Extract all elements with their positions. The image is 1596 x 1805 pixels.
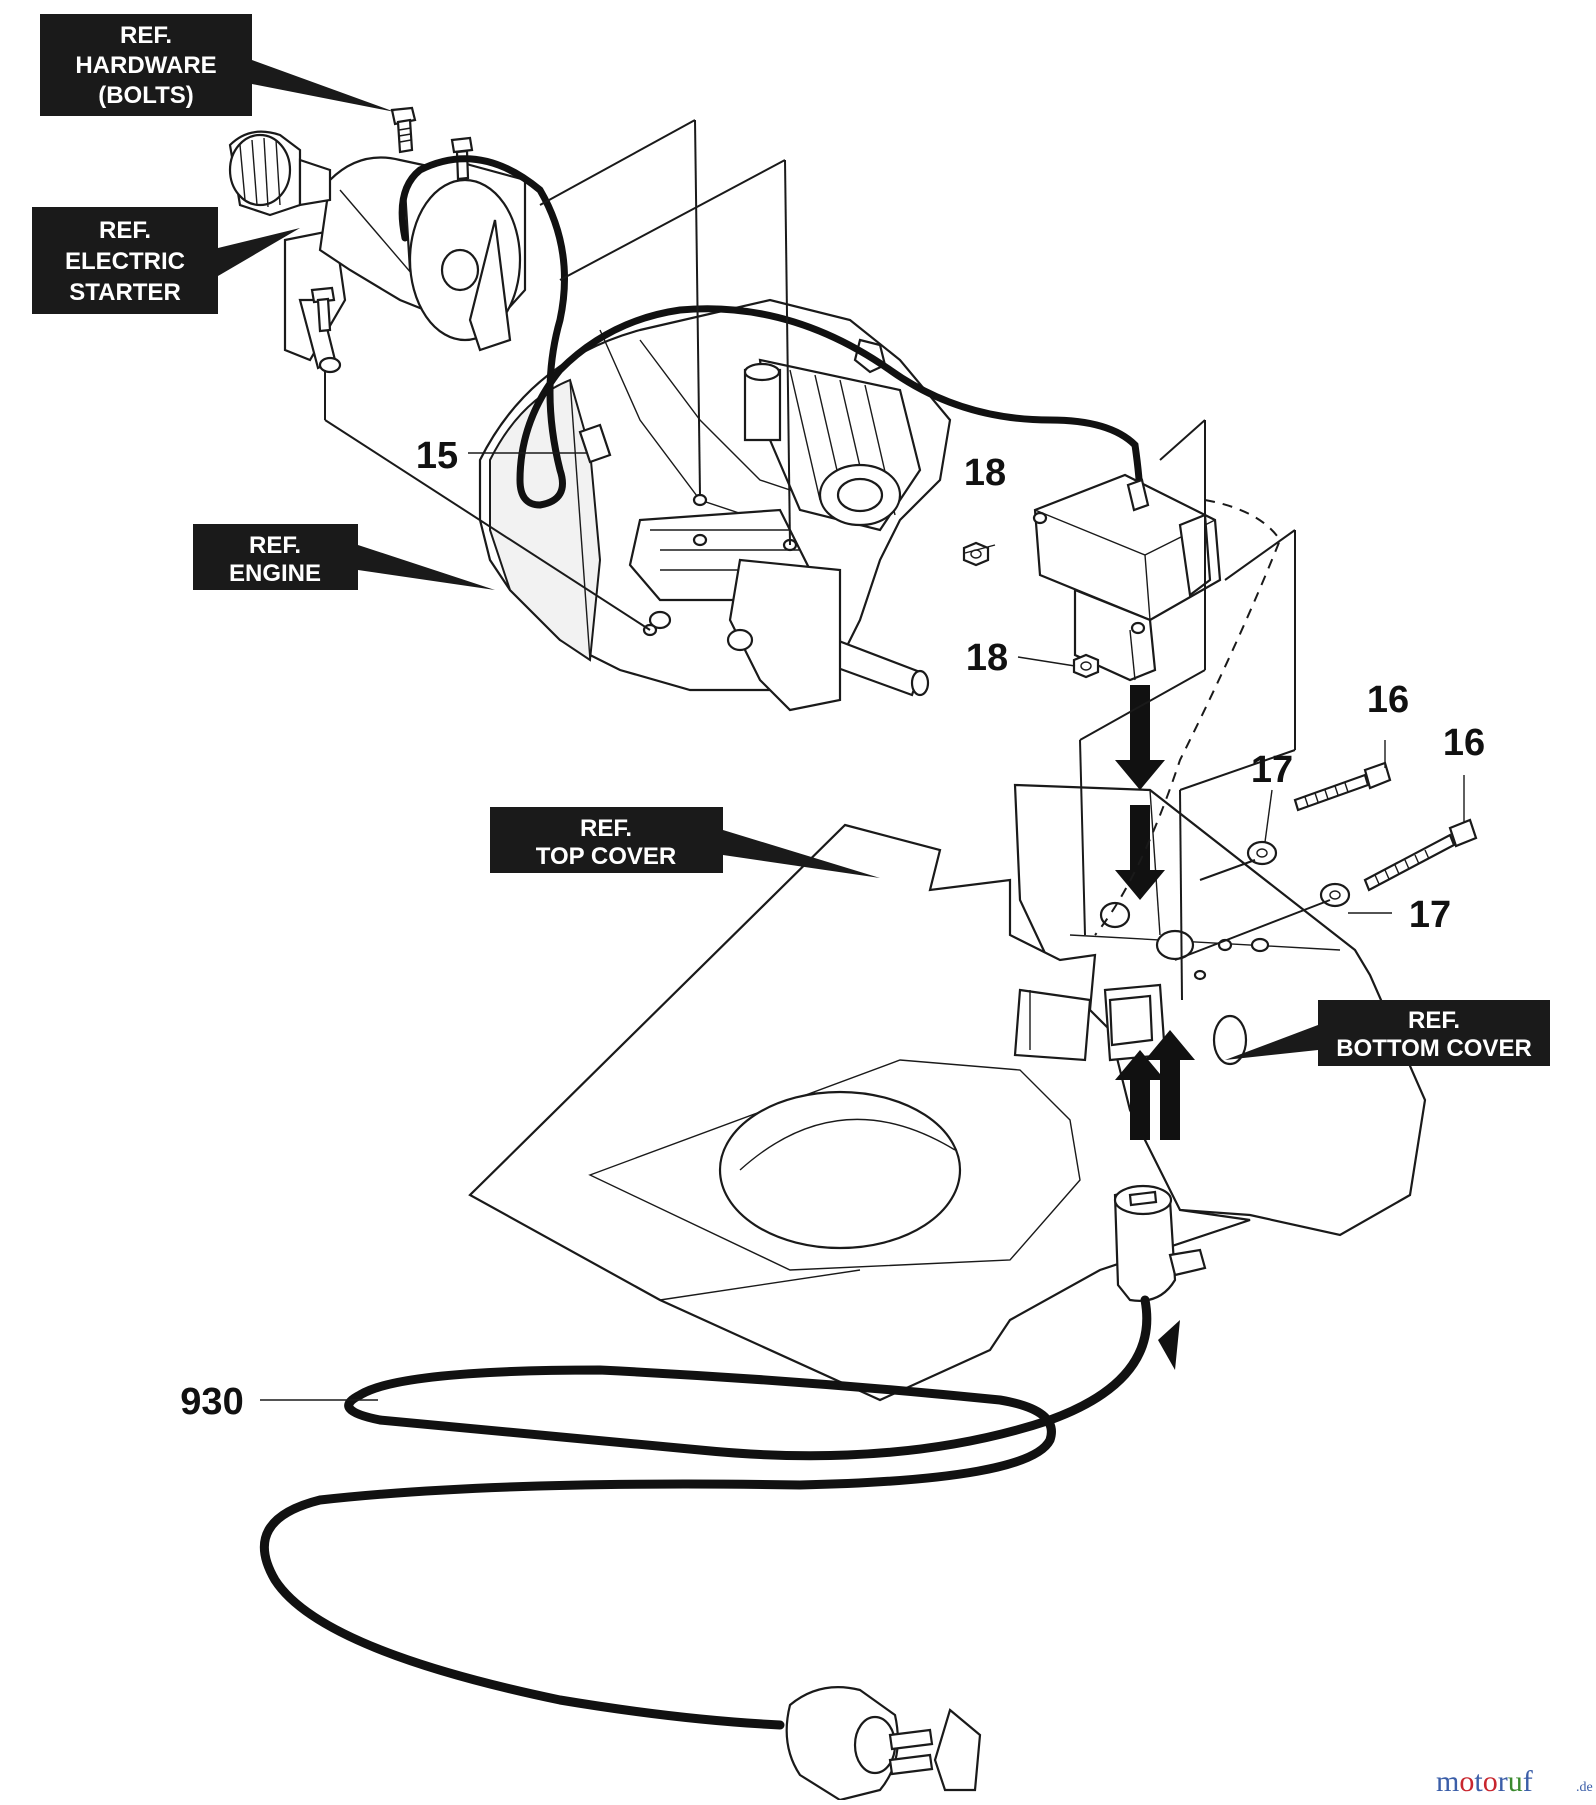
bolt-16-left [1293,761,1392,812]
watermark-logo: motoruf .de [1436,1765,1593,1798]
extension-cord-part [259,1184,1207,1802]
part-number-18-top: 18 [964,452,1006,494]
ref-hardware-line3: (BOLTS) [98,82,194,109]
top-cover-part [468,823,1251,1402]
ref-top-cover-line1: REF. [580,815,632,842]
switch-box-part [1032,473,1222,682]
ref-engine-line2: ENGINE [229,560,321,587]
hardware-bolts [310,106,474,333]
wm-u: u [1508,1765,1523,1798]
part-number-18-bottom: 18 [966,637,1008,679]
bolt-16-right [1363,818,1478,892]
wm-r: r [1498,1765,1508,1798]
part-number-15: 15 [416,435,458,477]
ref-bottom-cover-line2: BOTTOM COVER [1336,1035,1532,1062]
ref-engine-line1: REF. [249,532,301,559]
watermark-suffix: .de [1576,1780,1593,1795]
wm-o2: o [1483,1765,1498,1798]
ref-top-cover-line2: TOP COVER [536,843,676,870]
ref-bottom-cover-line1: REF. [1408,1007,1460,1034]
engine-part [478,298,952,712]
leader-lines [260,452,1465,1401]
nut-18-top [962,541,990,567]
assembly-arrows [1115,685,1195,1370]
ref-starter-line3: STARTER [69,279,181,306]
alignment-lines [324,119,1331,1001]
wm-m: m [1436,1765,1459,1798]
part-number-16-right: 16 [1443,722,1485,764]
ref-starter-line2: ELECTRIC [65,248,185,275]
ref-label-hardware: REF. HARDWARE (BOLTS) [40,14,395,116]
ref-label-engine: REF. ENGINE [193,524,495,590]
ref-label-top-cover: REF. TOP COVER [490,807,880,878]
watermark-text: motoruf [1436,1765,1533,1798]
wm-t: t [1474,1765,1483,1798]
washer-17-top [1246,840,1278,866]
wm-f: f [1523,1765,1533,1798]
ref-label-bottom-cover: REF. BOTTOM COVER [1225,1000,1550,1066]
receptacle-socket [1103,983,1167,1062]
part-number-930: 930 [180,1381,243,1423]
nut-18-bottom [1072,653,1100,679]
ref-hardware-line2: HARDWARE [75,52,216,79]
part-number-17-bottom: 17 [1409,894,1451,936]
part-number-17-top: 17 [1251,749,1293,791]
ref-label-electric-starter: REF. ELECTRIC STARTER [32,207,300,314]
ref-hardware-line1: REF. [120,22,172,49]
ref-starter-line1: REF. [99,217,151,244]
wm-o1: o [1459,1765,1474,1798]
starter-wire [398,155,1144,509]
electric-starter-part [228,130,527,374]
part-number-16-left: 16 [1367,679,1409,721]
